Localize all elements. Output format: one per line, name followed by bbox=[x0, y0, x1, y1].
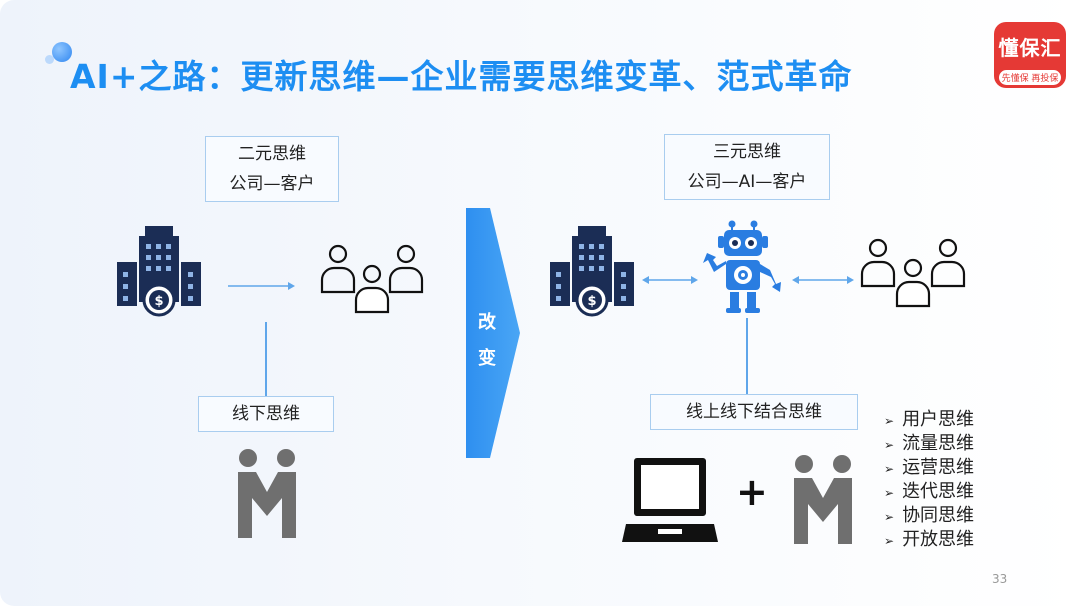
brand-logo: 懂保汇 先懂保 再投保 bbox=[994, 22, 1066, 88]
decor-dot-large bbox=[52, 42, 72, 62]
binary-thinking-box: 二元思维 公司—客户 bbox=[205, 136, 339, 202]
building-icon: $ bbox=[117, 226, 201, 317]
bullet-arrow-icon: ➢ bbox=[884, 486, 895, 500]
thinking-list: ➢ 用户思维 ➢ 流量思维 ➢ 运营思维 ➢ 迭代思维 ➢ 协同思维 ➢ 开放思维 bbox=[884, 408, 974, 552]
bullet-arrow-icon: ➢ bbox=[884, 414, 895, 428]
list-item: ➢ 开放思维 bbox=[884, 528, 974, 552]
ternary-thinking-relation: 公司—AI—客户 bbox=[687, 172, 807, 192]
page-number: 33 bbox=[992, 572, 1008, 586]
list-item: ➢ 运营思维 bbox=[884, 456, 974, 480]
change-label-1: 改 bbox=[478, 312, 496, 333]
robot-icon bbox=[703, 220, 781, 313]
logo-slogan: 先懂保 再投保 bbox=[999, 70, 1061, 85]
online-offline-thinking-label: 线上线下结合思维 bbox=[686, 402, 822, 422]
bullet-arrow-icon: ➢ bbox=[884, 462, 895, 476]
svg-text:$: $ bbox=[587, 294, 596, 309]
connector-line bbox=[746, 318, 748, 394]
svg-text:$: $ bbox=[154, 294, 163, 309]
list-item-label: 流量思维 bbox=[902, 433, 975, 454]
bidirectional-arrow bbox=[792, 276, 854, 284]
list-item-label: 运营思维 bbox=[902, 457, 975, 478]
change-arrow bbox=[466, 208, 520, 458]
decor-dot-small bbox=[45, 55, 54, 64]
connector-line bbox=[265, 322, 267, 396]
plus-sign: + bbox=[736, 470, 768, 514]
online-offline-thinking-box: 线上线下结合思维 bbox=[650, 394, 858, 430]
building-icon: $ bbox=[550, 226, 634, 317]
list-item-label: 用户思维 bbox=[902, 409, 975, 430]
people-group-icon bbox=[320, 244, 424, 314]
list-item: ➢ 协同思维 bbox=[884, 504, 974, 528]
binary-thinking-label: 二元思维 bbox=[238, 144, 306, 164]
bullet-arrow-icon: ➢ bbox=[884, 438, 895, 452]
list-item: ➢ 迭代思维 bbox=[884, 480, 974, 504]
change-label-2: 变 bbox=[478, 348, 496, 369]
laptop-icon bbox=[622, 458, 718, 542]
ternary-thinking-label: 三元思维 bbox=[713, 142, 781, 162]
handshake-icon bbox=[794, 455, 852, 544]
handshake-icon bbox=[238, 449, 296, 538]
bidirectional-arrow bbox=[642, 276, 698, 284]
list-item: ➢ 用户思维 bbox=[884, 408, 974, 432]
bullet-arrow-icon: ➢ bbox=[884, 534, 895, 548]
binary-thinking-relation: 公司—客户 bbox=[229, 174, 315, 194]
offline-thinking-box: 线下思维 bbox=[198, 396, 334, 432]
logo-text: 懂保汇 bbox=[998, 36, 1062, 60]
connector-arrow bbox=[228, 282, 295, 290]
ternary-thinking-box: 三元思维 公司—AI—客户 bbox=[664, 134, 830, 200]
bullet-arrow-icon: ➢ bbox=[884, 510, 895, 524]
list-item: ➢ 流量思维 bbox=[884, 432, 974, 456]
list-item-label: 迭代思维 bbox=[902, 481, 975, 502]
offline-thinking-label: 线下思维 bbox=[232, 404, 300, 424]
list-item-label: 协同思维 bbox=[902, 505, 975, 526]
slide-title: AI+之路：更新思维—企业需要思维变革、范式革命 bbox=[70, 57, 853, 96]
list-item-label: 开放思维 bbox=[902, 529, 975, 550]
people-group-icon bbox=[860, 238, 966, 308]
